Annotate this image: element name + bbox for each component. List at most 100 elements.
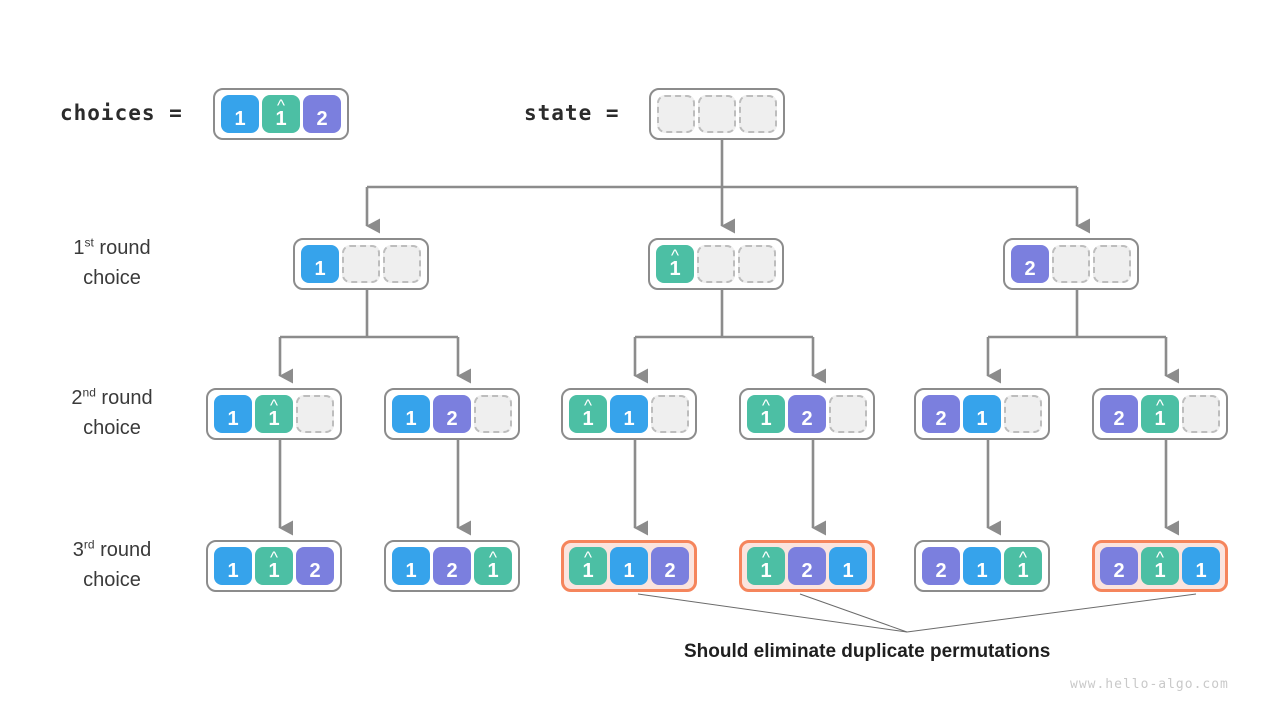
cell-value: 2 <box>1024 258 1036 280</box>
choice-cell-0: 1 <box>221 95 259 133</box>
round-choice-word: choice <box>83 267 141 289</box>
cell-value: 1 <box>760 560 772 582</box>
tree-node-r3-n2: 1 2 ^1 <box>384 540 520 592</box>
choices-label: choices = <box>60 101 183 125</box>
hat-mark: ^ <box>270 396 278 415</box>
round-ordinal-suffix: st <box>84 235 94 250</box>
node-cell-2 <box>651 395 689 433</box>
choice-cell-2: 2 <box>303 95 341 133</box>
cell-value: 1 <box>623 408 635 430</box>
duplicate-permutations-caption: Should eliminate duplicate permutations <box>684 641 1051 662</box>
node-cell-0: 2 <box>1100 547 1138 585</box>
node-cell-0: 1 <box>214 395 252 433</box>
cell-value: 1 <box>582 560 594 582</box>
state-label: state = <box>524 101 620 125</box>
cell-value: 2 <box>801 560 813 582</box>
hat-mark: ^ <box>584 548 592 567</box>
cell-value: 1 <box>227 560 239 582</box>
tree-node-r1-n3: 2 <box>1003 238 1139 290</box>
cell-value: 1 <box>842 560 854 582</box>
node-cell-2 <box>1093 245 1131 283</box>
row-label-round-2: 2nd round choice <box>22 383 202 443</box>
cell-value: 2 <box>316 108 328 130</box>
node-cell-0: ^1 <box>569 547 607 585</box>
cell-value: 2 <box>801 408 813 430</box>
node-cell-0: 2 <box>922 395 960 433</box>
cell-value: 1 <box>1017 560 1029 582</box>
node-cell-2 <box>383 245 421 283</box>
cell-value: 1 <box>976 408 988 430</box>
node-cell-2: ^1 <box>474 547 512 585</box>
cell-value: 2 <box>935 408 947 430</box>
cell-value: 1 <box>268 560 280 582</box>
cell-value: 2 <box>309 560 321 582</box>
node-cell-0: ^1 <box>747 547 785 585</box>
cell-value: 1 <box>405 408 417 430</box>
choices-array: 1 ^ 1 2 <box>213 88 349 140</box>
node-cell-0: ^1 <box>656 245 694 283</box>
node-cell-1 <box>1052 245 1090 283</box>
round-ordinal-suffix: rd <box>83 537 95 552</box>
node-cell-1: 2 <box>433 547 471 585</box>
node-cell-2: 1 <box>829 547 867 585</box>
hat-mark: ^ <box>1156 396 1164 415</box>
node-cell-0: 2 <box>922 547 960 585</box>
node-cell-1: ^1 <box>255 547 293 585</box>
tree-node-r2-n4: ^1 2 <box>739 388 875 440</box>
node-cell-2: 1 <box>1182 547 1220 585</box>
node-cell-1: 2 <box>788 395 826 433</box>
node-cell-1: 1 <box>610 395 648 433</box>
cell-value: 2 <box>935 560 947 582</box>
node-cell-1 <box>697 245 735 283</box>
hat-mark: ^ <box>277 96 285 115</box>
node-cell-1: 2 <box>788 547 826 585</box>
round-ordinal-suffix: nd <box>82 385 96 400</box>
hat-mark: ^ <box>762 396 770 415</box>
cell-value: 1 <box>234 108 246 130</box>
node-cell-2: 2 <box>296 547 334 585</box>
tree-node-r1-n2: ^1 <box>648 238 784 290</box>
tree-node-r1-n1: 1 <box>293 238 429 290</box>
cell-value: 2 <box>446 560 458 582</box>
node-cell-1: ^1 <box>1141 547 1179 585</box>
node-cell-2: 2 <box>651 547 689 585</box>
tree-node-r2-n6: 2^1 <box>1092 388 1228 440</box>
row-label-round-3: 3rd round choice <box>22 535 202 595</box>
hat-mark: ^ <box>671 246 679 265</box>
cell-value: 1 <box>487 560 499 582</box>
cell-value: 1 <box>314 258 326 280</box>
cell-value: 1 <box>405 560 417 582</box>
node-cell-0: ^1 <box>747 395 785 433</box>
round-word: round <box>93 237 151 259</box>
row-label-round-1: 1st round choice <box>22 233 202 293</box>
hat-mark: ^ <box>270 548 278 567</box>
node-cell-2 <box>474 395 512 433</box>
node-cell-2 <box>738 245 776 283</box>
choice-cell-1: ^ 1 <box>262 95 300 133</box>
cell-value: 2 <box>1113 408 1125 430</box>
node-cell-1: 2 <box>433 395 471 433</box>
node-cell-0: 1 <box>392 395 430 433</box>
node-cell-0: 1 <box>392 547 430 585</box>
hat-mark: ^ <box>1019 548 1027 567</box>
node-cell-2 <box>296 395 334 433</box>
cell-value: 1 <box>275 108 287 130</box>
state-cell-2 <box>739 95 777 133</box>
node-cell-1: 1 <box>963 395 1001 433</box>
hat-mark: ^ <box>1156 548 1164 567</box>
round-number: 3 <box>72 539 84 561</box>
node-cell-1: 1 <box>963 547 1001 585</box>
node-cell-1: 1 <box>610 547 648 585</box>
node-cell-0: 1 <box>214 547 252 585</box>
tree-node-r3-n4: ^1 2 1 <box>739 540 875 592</box>
round-word: round <box>95 387 153 409</box>
node-cell-0: 2 <box>1100 395 1138 433</box>
cell-value: 1 <box>623 560 635 582</box>
node-cell-1: ^1 <box>255 395 293 433</box>
